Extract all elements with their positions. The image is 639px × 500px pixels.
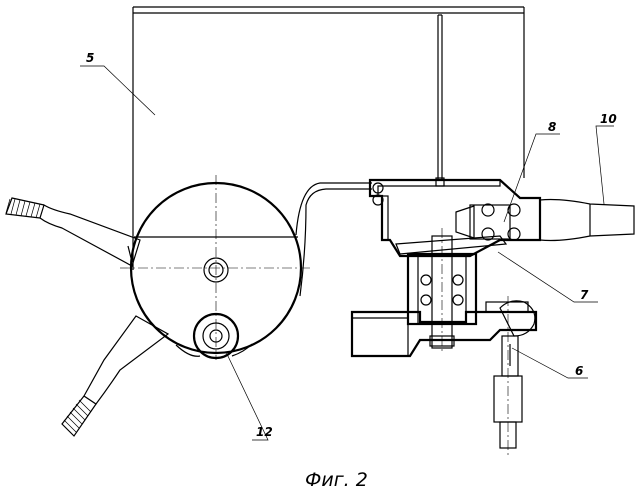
hose: [296, 183, 372, 296]
hopper-part-5: [133, 7, 524, 270]
label-5: 5: [86, 51, 94, 65]
vertical-rod: [436, 15, 444, 186]
label-6: 6: [575, 364, 583, 378]
spout-part-10: [540, 200, 634, 241]
drive-housing: [352, 180, 540, 356]
disc-assembly: [120, 175, 310, 360]
label-8: 8: [548, 120, 556, 134]
leader-lines: [80, 66, 614, 440]
figure-caption: Фиг. 2: [305, 469, 368, 491]
label-7: 7: [580, 288, 589, 302]
label-12: 12: [256, 425, 273, 439]
label-10: 10: [600, 112, 617, 126]
upper-nozzle: [6, 198, 140, 266]
lower-nozzle: [62, 316, 168, 436]
adjusting-screw-part-6: [494, 296, 535, 458]
hub-part-12: [176, 314, 252, 358]
